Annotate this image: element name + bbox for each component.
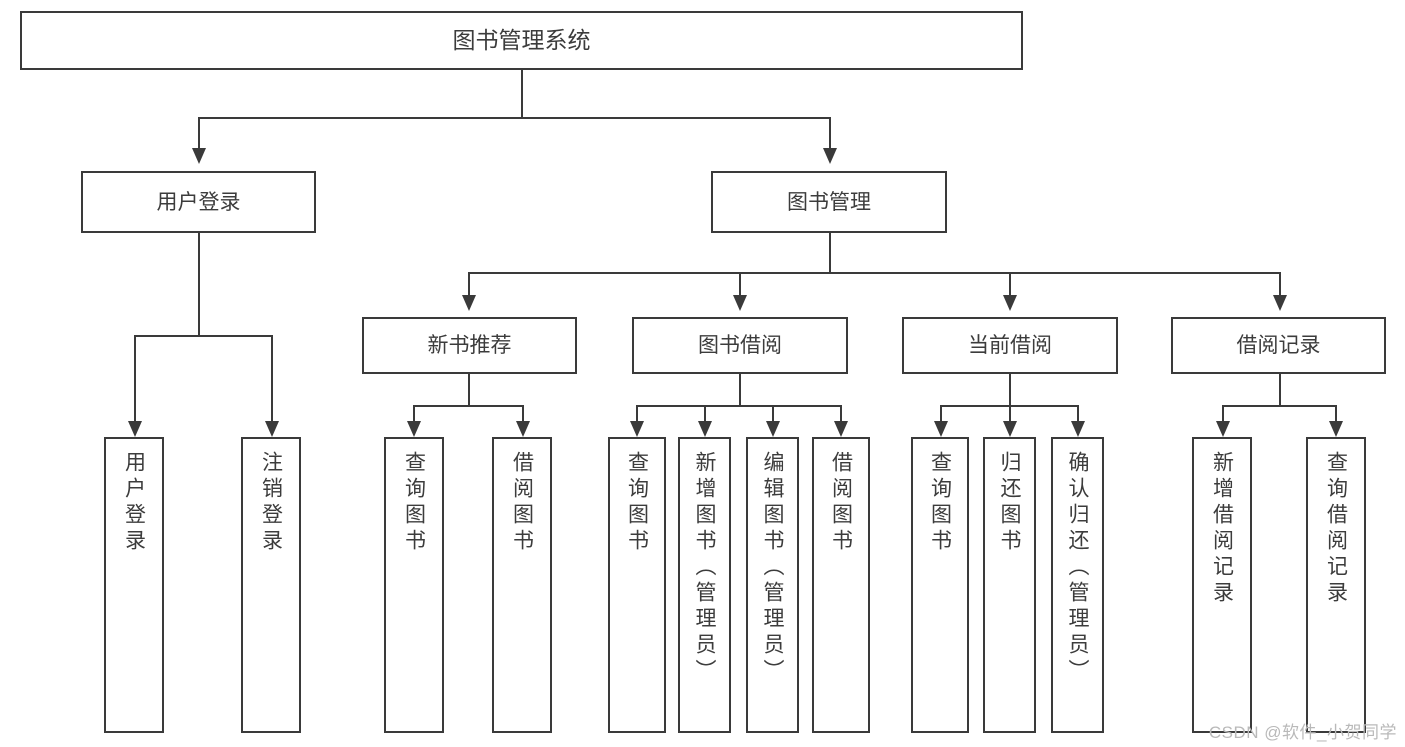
connector-current-borrow-child-3 — [1077, 405, 1079, 423]
connector-book-borrow-bus — [636, 405, 842, 407]
arrowhead-current-borrow — [1003, 295, 1017, 311]
connector-book-borrow-child-4 — [840, 405, 842, 423]
arrowhead-edit-book — [766, 421, 780, 437]
arrowhead-leaf-user-login — [128, 421, 142, 437]
node-label: 图书管理 — [787, 190, 871, 214]
node-label: 借阅图书 — [829, 451, 853, 555]
connector-user-login-child-2 — [271, 335, 273, 423]
arrowhead-book-mgmt — [823, 148, 837, 164]
arrowhead-query-book-2 — [630, 421, 644, 437]
leaf-query-book-new[interactable]: 查询图书 — [384, 437, 444, 733]
connector-new-book-child-1 — [413, 405, 415, 423]
node-label: 新增图书（管理员） — [693, 451, 716, 685]
connector-current-borrow-stem — [1009, 374, 1011, 406]
leaf-logout[interactable]: 注销登录 — [241, 437, 301, 733]
connector-book-borrow-child-1 — [636, 405, 638, 423]
connector-book-borrow-child-2 — [704, 405, 706, 423]
node-label: 图书管理系统 — [452, 27, 591, 53]
arrowhead-borrow-record — [1273, 295, 1287, 311]
node-label: 新书推荐 — [427, 334, 512, 357]
connector-new-book-child-2 — [522, 405, 524, 423]
node-label: 编辑图书（管理员） — [761, 451, 784, 685]
arrowhead-query-book-1 — [407, 421, 421, 437]
leaf-add-book-admin[interactable]: 新增图书（管理员） — [678, 437, 731, 733]
leaf-add-borrow-record[interactable]: 新增借阅记录 — [1192, 437, 1252, 733]
arrowhead-book-borrow — [733, 295, 747, 311]
connector-root-bus — [198, 117, 830, 119]
connector-root-to-user-login — [198, 117, 200, 149]
leaf-borrow-book-new[interactable]: 借阅图书 — [492, 437, 552, 733]
leaf-confirm-return-admin[interactable]: 确认归还（管理员） — [1051, 437, 1104, 733]
arrowhead-add-record — [1216, 421, 1230, 437]
connector-book-borrow-stem — [739, 374, 741, 406]
arrowhead-new-book — [462, 295, 476, 311]
connector-current-borrow-child-1 — [940, 405, 942, 423]
node-label: 用户登录 — [122, 451, 146, 555]
connector-to-borrow-record — [1279, 272, 1281, 297]
connector-user-login-stem — [198, 233, 200, 336]
connector-borrow-record-child-1 — [1222, 405, 1224, 423]
arrowhead-leaf-logout — [265, 421, 279, 437]
arrowhead-confirm-return — [1071, 421, 1085, 437]
leaf-user-login[interactable]: 用户登录 — [104, 437, 164, 733]
connector-to-current-borrow — [1009, 272, 1011, 297]
leaf-query-book-current[interactable]: 查询图书 — [911, 437, 969, 733]
connector-borrow-record-bus — [1222, 405, 1337, 407]
arrowhead-user-login — [192, 148, 206, 164]
connector-new-book-bus — [413, 405, 524, 407]
arrowhead-borrow-book-2 — [834, 421, 848, 437]
node-label: 借阅图书 — [510, 451, 534, 555]
node-borrow-record[interactable]: 借阅记录 — [1171, 317, 1386, 374]
node-new-book-recommend[interactable]: 新书推荐 — [362, 317, 577, 374]
node-label: 用户登录 — [156, 190, 241, 214]
node-label: 图书借阅 — [698, 334, 782, 357]
connector-root-stem — [521, 70, 523, 118]
node-label: 新增借阅记录 — [1210, 451, 1234, 607]
connector-new-book-stem — [468, 374, 470, 406]
node-book-borrow[interactable]: 图书借阅 — [632, 317, 848, 374]
leaf-query-borrow-record[interactable]: 查询借阅记录 — [1306, 437, 1366, 733]
node-book-management[interactable]: 图书管理 — [711, 171, 947, 233]
node-user-login[interactable]: 用户登录 — [81, 171, 316, 233]
node-current-borrow[interactable]: 当前借阅 — [902, 317, 1118, 374]
connector-to-book-borrow — [739, 272, 741, 297]
connector-borrow-record-stem — [1279, 374, 1281, 406]
node-root-system[interactable]: 图书管理系统 — [20, 11, 1023, 70]
arrowhead-return-book — [1003, 421, 1017, 437]
connector-root-to-book-mgmt — [829, 117, 831, 149]
connector-book-borrow-child-3 — [772, 405, 774, 423]
node-label: 借阅记录 — [1236, 334, 1321, 357]
arrowhead-query-record — [1329, 421, 1343, 437]
node-label: 注销登录 — [259, 451, 283, 555]
arrowhead-add-book — [698, 421, 712, 437]
arrowhead-query-book-3 — [934, 421, 948, 437]
connector-user-login-child-1 — [134, 335, 136, 423]
connector-current-borrow-child-2 — [1009, 405, 1011, 423]
node-label: 确认归还（管理员） — [1066, 451, 1089, 685]
connector-book-mgmt-stem — [829, 233, 831, 273]
node-label: 归还图书 — [998, 451, 1021, 555]
node-label: 查询图书 — [928, 451, 952, 555]
watermark-text: CSDN @软件_小贺同学 — [1208, 723, 1397, 742]
connector-borrow-record-child-2 — [1335, 405, 1337, 423]
leaf-borrow-book[interactable]: 借阅图书 — [812, 437, 870, 733]
leaf-return-book[interactable]: 归还图书 — [983, 437, 1036, 733]
node-label: 查询借阅记录 — [1324, 451, 1348, 607]
arrowhead-borrow-book-1 — [516, 421, 530, 437]
node-label: 查询图书 — [402, 451, 426, 555]
connector-to-new-book — [468, 272, 470, 297]
leaf-edit-book-admin[interactable]: 编辑图书（管理员） — [746, 437, 799, 733]
node-label: 查询图书 — [625, 451, 649, 555]
node-label: 当前借阅 — [968, 334, 1052, 357]
leaf-query-book-borrow[interactable]: 查询图书 — [608, 437, 666, 733]
connector-user-login-bus — [134, 335, 273, 337]
connector-book-mgmt-bus — [468, 272, 1280, 274]
